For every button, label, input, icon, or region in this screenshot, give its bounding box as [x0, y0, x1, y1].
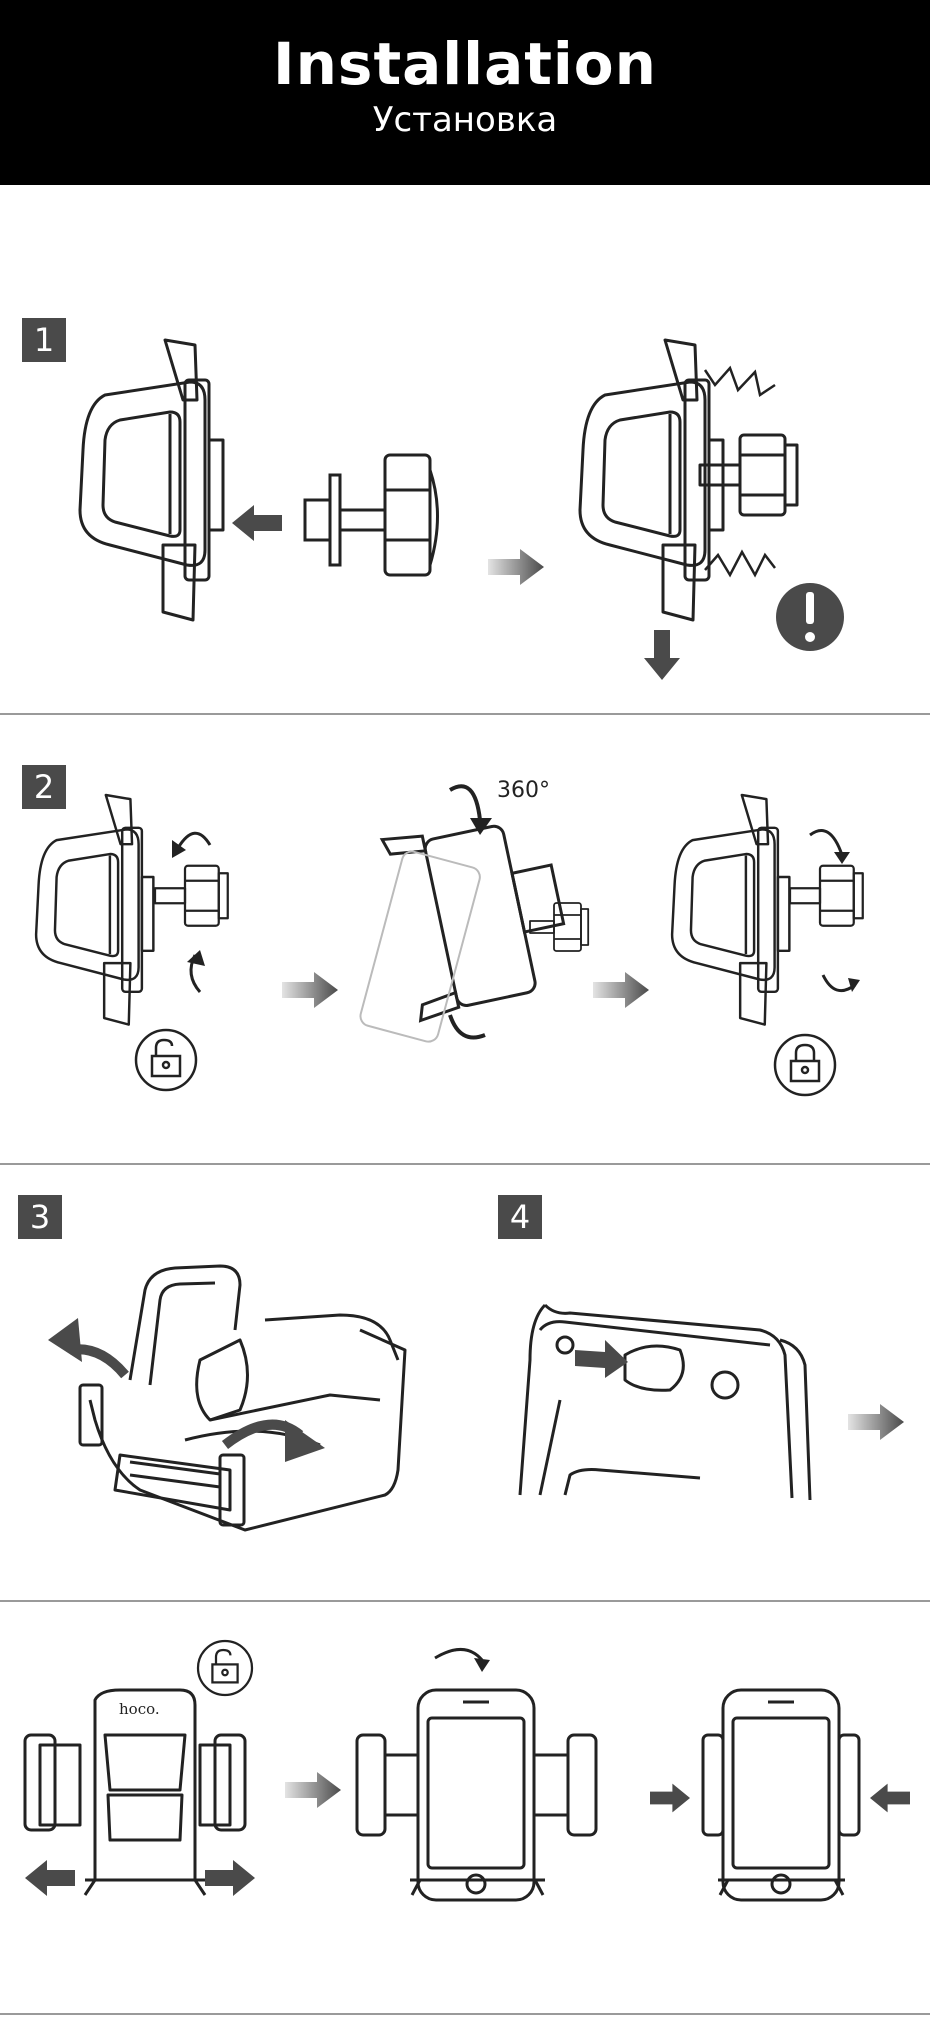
step-1-badge: 1 [22, 318, 66, 362]
header-banner: Installation Установка [0, 0, 930, 185]
step-2-badge: 2 [22, 765, 66, 809]
section-divider [0, 2013, 930, 2015]
section-divider [0, 713, 930, 715]
rotation-label: 360° [497, 778, 550, 803]
step-4-badge: 4 [498, 1195, 542, 1239]
page-title: Installation [273, 30, 657, 98]
hoco-logo: hoco. [119, 1700, 160, 1718]
page-subtitle: Установка [372, 100, 558, 140]
section-divider [0, 1163, 930, 1165]
step-3-badge: 3 [18, 1195, 62, 1239]
section-divider [0, 1600, 930, 1602]
step1-holder-left [78, 338, 225, 622]
